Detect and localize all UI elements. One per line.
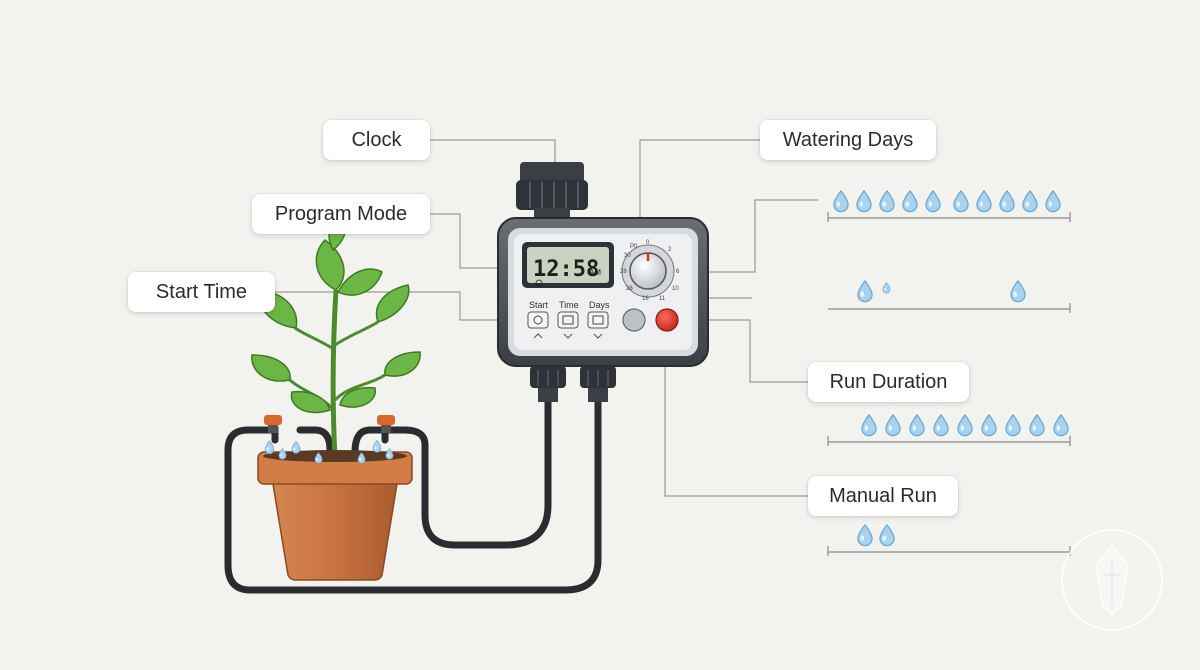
lcd-ampm: AM xyxy=(589,268,601,277)
start-time-leader-line xyxy=(275,291,525,321)
water-drop-icon xyxy=(861,414,877,437)
water-drop-icon xyxy=(885,414,901,437)
dial-marks: 0 2 6 10 11 16 26 28 30 P0 xyxy=(620,240,680,302)
water-drop-icon xyxy=(925,190,941,213)
grey-round-button[interactable] xyxy=(622,308,646,332)
chevron-down-icon xyxy=(593,333,603,339)
water-drop-icon xyxy=(879,524,895,547)
water-drop-icon xyxy=(856,190,872,213)
manual-run-button[interactable] xyxy=(655,308,679,332)
run-duration-label: Run Duration xyxy=(808,362,969,402)
svg-text:30: 30 xyxy=(624,253,631,259)
time-button-label: Time xyxy=(559,300,579,310)
clock-label: Clock xyxy=(323,120,430,160)
control-buttons: Start Time Days xyxy=(527,300,610,339)
svg-text:P0: P0 xyxy=(630,244,638,250)
water-drop-icon xyxy=(976,190,992,213)
clock-leader-line xyxy=(430,139,556,165)
svg-text:10: 10 xyxy=(672,286,679,292)
manual-run-leader-line xyxy=(664,330,808,497)
calendar-icon xyxy=(562,315,574,325)
water-drop-icon xyxy=(1005,414,1021,437)
drip-emitter-right xyxy=(377,415,395,433)
program-dial[interactable]: 0 2 6 10 11 16 26 28 30 P0 xyxy=(620,240,680,302)
water-drop-icon xyxy=(1022,190,1038,213)
lcd-display: 12:58 AM xyxy=(522,242,614,288)
water-drop-icon xyxy=(1053,414,1069,437)
lcd-time: 12:58 xyxy=(533,257,599,282)
manual-run-row xyxy=(827,524,1071,556)
program-mode-leader-line xyxy=(430,213,525,269)
water-drop-icon xyxy=(933,414,949,437)
svg-text:11: 11 xyxy=(659,296,666,302)
program-mode-label: Program Mode xyxy=(252,194,430,234)
water-drop-icon xyxy=(857,280,873,303)
calendar-icon xyxy=(592,315,604,325)
svg-text:2: 2 xyxy=(668,247,672,253)
start-button[interactable] xyxy=(527,311,549,329)
svg-text:26: 26 xyxy=(626,286,633,292)
run-duration-row xyxy=(827,414,1071,446)
water-drop-icon xyxy=(999,190,1015,213)
manual-run-label: Manual Run xyxy=(808,476,958,516)
dial-to-days-leader-line xyxy=(680,199,818,273)
hose-outlets xyxy=(530,366,616,402)
watering-days-leader-line xyxy=(639,139,760,250)
faucet-connector xyxy=(516,162,588,220)
days-button-label: Days xyxy=(589,300,610,310)
svg-text:16: 16 xyxy=(642,296,649,302)
water-drop-icon xyxy=(909,414,925,437)
water-drop-icon xyxy=(1045,190,1061,213)
water-drop-icon xyxy=(1029,414,1045,437)
timer-body xyxy=(497,217,709,367)
start-time-label: Start Time xyxy=(128,272,275,312)
water-drop-icon xyxy=(981,414,997,437)
svg-text:6: 6 xyxy=(676,269,680,275)
water-drop-icon xyxy=(957,414,973,437)
refresh-icon xyxy=(533,315,543,325)
water-drop-icon xyxy=(953,190,969,213)
drop-icons xyxy=(833,190,1061,213)
hose xyxy=(224,396,602,594)
water-drop-icon xyxy=(1010,280,1026,303)
svg-text:28: 28 xyxy=(620,269,627,275)
watermark-logo xyxy=(1061,529,1163,631)
chevron-down-icon xyxy=(563,333,573,339)
watering-days-label: Watering Days xyxy=(760,120,936,160)
clock-symbol-icon xyxy=(535,279,543,287)
svg-text:0: 0 xyxy=(646,240,650,246)
program-row xyxy=(828,280,1071,313)
water-drop-icon xyxy=(857,524,873,547)
watering-days-row xyxy=(827,190,1071,222)
water-drop-icon xyxy=(879,190,895,213)
flower-pot xyxy=(257,450,413,581)
water-drop-icon xyxy=(882,282,891,294)
chevron-up-icon xyxy=(533,333,543,339)
time-button[interactable] xyxy=(557,311,579,329)
water-drop-icon xyxy=(902,190,918,213)
run-duration-leader-line xyxy=(690,319,808,383)
days-button[interactable] xyxy=(587,311,609,329)
start-button-label: Start xyxy=(529,300,549,310)
drip-emitter-left xyxy=(264,415,282,433)
water-drop-icon xyxy=(833,190,849,213)
